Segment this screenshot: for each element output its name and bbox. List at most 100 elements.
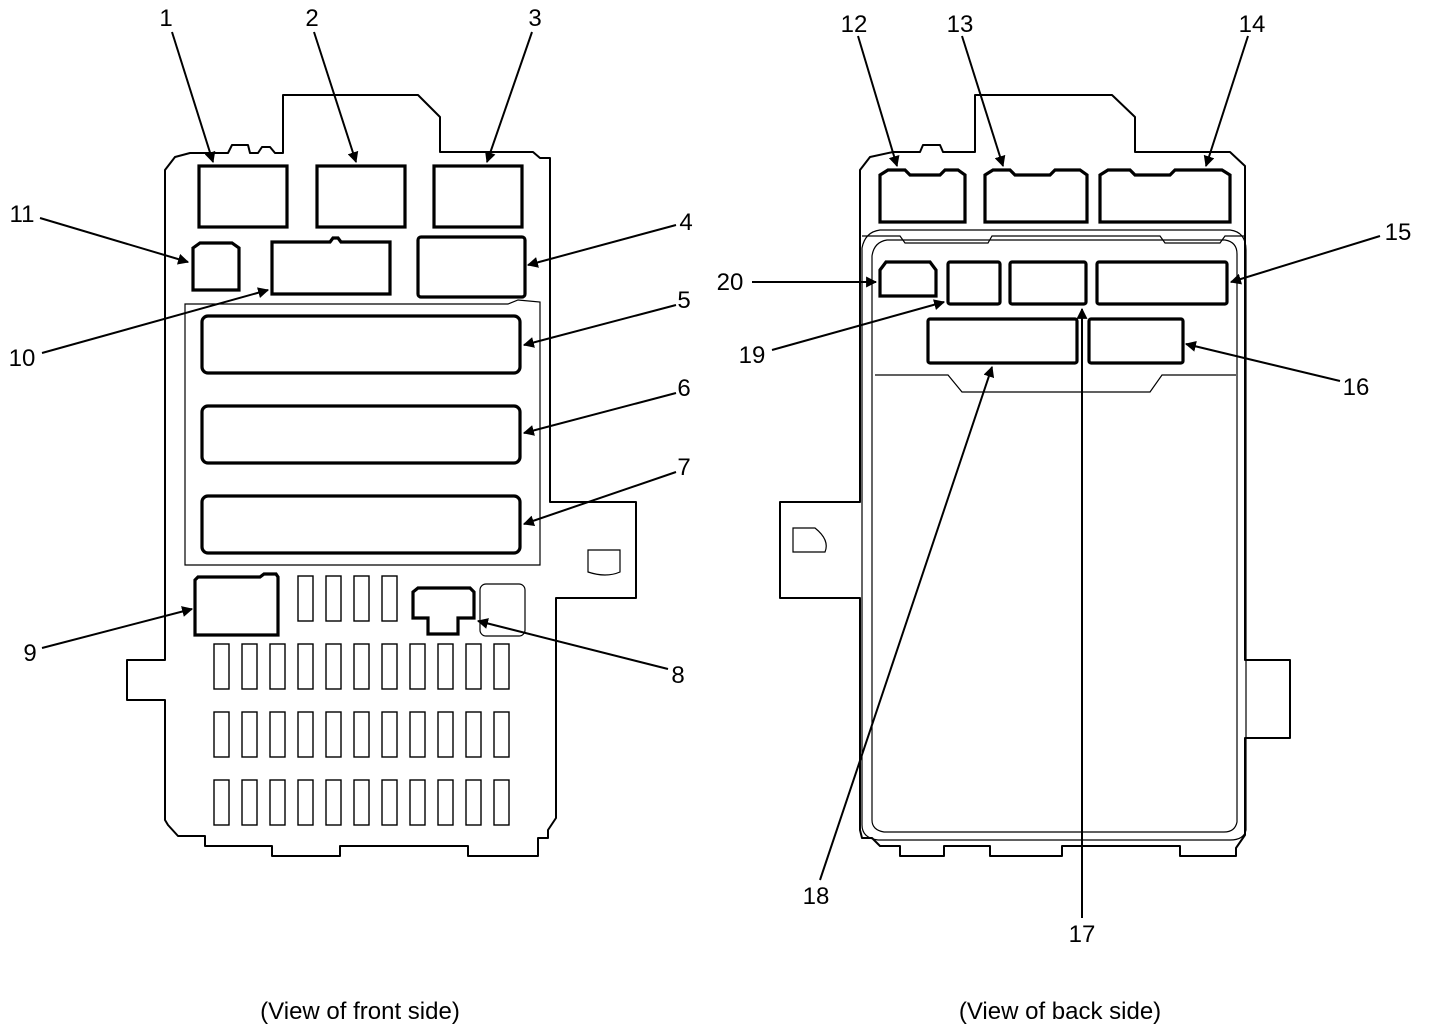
- front-view-caption: (View of front side): [260, 998, 460, 1025]
- callout-11: 11: [10, 201, 35, 228]
- mini-fuse-slot: [437, 779, 454, 826]
- fuse-block-6: [200, 404, 522, 465]
- mini-fuse-slots: [213, 575, 510, 826]
- mini-fuse-slot: [493, 711, 510, 758]
- leader-2: [313, 31, 359, 164]
- mini-fuse-slot: [381, 643, 398, 690]
- leader-19: [771, 299, 946, 351]
- relay-3: [432, 164, 524, 229]
- callout-18: 18: [803, 883, 830, 910]
- leader-8: [476, 618, 669, 670]
- leader-11: [39, 217, 190, 265]
- callout-15: 15: [1385, 219, 1412, 246]
- leader-7: [522, 471, 677, 526]
- leader-16: [1184, 340, 1341, 382]
- mini-fuse-slot: [437, 711, 454, 758]
- back-side-view: [779, 94, 1291, 857]
- mini-fuse-slot: [465, 643, 482, 690]
- mini-fuse-slot: [465, 711, 482, 758]
- back-fuse-ledge: [875, 374, 1236, 393]
- mini-fuse-slot: [353, 711, 370, 758]
- relay-2: [315, 164, 407, 229]
- fuse-16: [1087, 317, 1185, 365]
- callout-numbers: 1 2 3 4 5 6 7 8 9 10 11 12 13 14 15 16 1…: [9, 5, 1412, 948]
- leader-3: [485, 31, 533, 164]
- mini-fuse-slot: [353, 779, 370, 826]
- mini-fuse-slot: [241, 643, 258, 690]
- leader-13: [961, 35, 1006, 168]
- leader-14: [1203, 35, 1249, 168]
- leader-lines: [39, 31, 1381, 918]
- connector-14: [1098, 168, 1232, 224]
- mini-fuse-slot: [269, 643, 286, 690]
- leader-12: [857, 35, 900, 168]
- mini-fuse-slot: [325, 575, 342, 622]
- mini-fuse-slot: [269, 711, 286, 758]
- mini-fuse-slot: [297, 575, 314, 622]
- mini-fuse-slot: [269, 779, 286, 826]
- mini-fuse-slot: [241, 779, 258, 826]
- connector-12: [878, 168, 967, 224]
- fuse-15: [1095, 260, 1229, 306]
- leader-6: [522, 392, 677, 436]
- connector-20: [878, 260, 938, 298]
- leader-5: [522, 304, 677, 348]
- mini-fuse-slot: [381, 779, 398, 826]
- mini-fuse-slot: [381, 575, 398, 622]
- mini-fuse-slot: [297, 711, 314, 758]
- connector-8: [411, 586, 476, 636]
- callout-7: 7: [677, 454, 690, 481]
- empty-cavity: [479, 583, 526, 637]
- callout-5: 5: [677, 287, 690, 314]
- mini-fuse-slot: [381, 711, 398, 758]
- connector-10: [270, 236, 392, 296]
- callout-19: 19: [739, 342, 766, 369]
- back-side-tab-slot: [792, 527, 827, 553]
- mini-fuse-slot: [297, 779, 314, 826]
- callout-1: 1: [159, 5, 172, 32]
- mini-fuse-slot: [353, 643, 370, 690]
- mini-fuse-slot: [325, 643, 342, 690]
- back-view-caption: (View of back side): [959, 998, 1161, 1025]
- mini-fuse-slot: [325, 779, 342, 826]
- mini-fuse-slot: [409, 643, 426, 690]
- connector-13: [983, 168, 1089, 224]
- callout-3: 3: [528, 5, 541, 32]
- callout-4: 4: [679, 209, 692, 236]
- mini-fuse-slot: [493, 643, 510, 690]
- back-top-rail: [862, 235, 1246, 244]
- leader-9: [41, 606, 194, 649]
- mini-fuse-slot: [297, 643, 314, 690]
- mini-fuse-slot: [325, 711, 342, 758]
- fuse-18: [926, 317, 1079, 365]
- front-side-view: [126, 94, 637, 857]
- callout-20: 20: [717, 269, 744, 296]
- mini-fuse-slot: [465, 779, 482, 826]
- callout-12: 12: [841, 11, 868, 38]
- callout-10: 10: [9, 345, 36, 372]
- callout-17: 17: [1069, 921, 1096, 948]
- mini-fuse-slot: [213, 779, 230, 826]
- relay-1: [197, 164, 289, 229]
- relay-9: [193, 572, 280, 637]
- leader-10: [41, 287, 270, 354]
- back-inner-panel-outer: [861, 229, 1247, 841]
- leader-4: [526, 224, 677, 268]
- mini-fuse-slot: [241, 711, 258, 758]
- back-inner-panel-inner: [871, 239, 1238, 833]
- callout-13: 13: [947, 11, 974, 38]
- leader-18: [819, 365, 995, 881]
- relay-4: [416, 235, 527, 299]
- callout-2: 2: [305, 5, 318, 32]
- front-side-tab-slot: [587, 549, 621, 576]
- fuse-19: [946, 260, 1002, 306]
- fuse-block-7: [200, 494, 522, 555]
- front-inner-panel: [184, 299, 541, 566]
- mini-fuse-slot: [437, 643, 454, 690]
- callout-9: 9: [23, 640, 36, 667]
- callout-8: 8: [671, 662, 684, 689]
- callout-14: 14: [1239, 11, 1266, 38]
- mini-fuse-slot: [353, 575, 370, 622]
- leader-1: [171, 31, 216, 164]
